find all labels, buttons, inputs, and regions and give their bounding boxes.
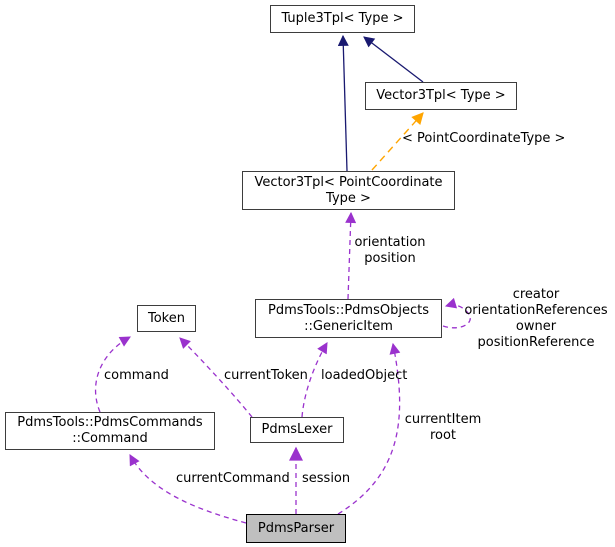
edge-usage-pdmsparser-command — [129, 454, 247, 524]
edge-usage-pdmsparser-genericitem — [337, 342, 401, 515]
edge-label-command: command — [104, 368, 169, 383]
node-tuple3tpl[interactable]: Tuple3Tpl< Type > — [270, 5, 415, 33]
edge-inherit-vector3tpltype-tuple3tpl — [363, 36, 424, 83]
node-token[interactable]: Token — [137, 305, 196, 332]
node-pdmslexer[interactable]: PdmsLexer — [250, 417, 344, 443]
edge-label-currentcommand: currentCommand — [176, 471, 290, 486]
node-vector3tpl-pointcoordinatetype[interactable]: Vector3Tpl< PointCoordinate Type > — [242, 171, 455, 210]
edge-template-vector3tplpct-vector3tpltype — [371, 112, 424, 171]
edge-label-currenttoken: currentToken — [224, 368, 308, 383]
node-pdmsparser-current[interactable]: PdmsParser — [246, 514, 346, 543]
edge-usage-command-token — [95, 336, 131, 413]
node-pdmstools-pdmscommands-command[interactable]: PdmsTools::PdmsCommands ::Command — [5, 412, 215, 450]
node-pdmstools-pdmsobjects-genericitem[interactable]: PdmsTools::PdmsObjects ::GenericItem — [255, 299, 442, 338]
edge-label-template-parameter: < PointCoordinateType > — [402, 131, 566, 146]
edge-usage-pdmslexer-genericitem — [301, 342, 328, 418]
edge-label-loadedobject: loadedObject — [321, 368, 408, 383]
edge-usage-genericitem-self-loop — [442, 297, 471, 329]
edge-label-currentitem-root: currentItem root — [404, 412, 482, 443]
edge-inherit-vector3tplpct-tuple3tpl — [337, 34, 349, 172]
edge-usage-pdmslexer-token — [179, 337, 253, 418]
edge-label-orientation-position: orientation position — [354, 235, 426, 266]
edge-label-session: session — [302, 471, 351, 486]
node-vector3tpl-type[interactable]: Vector3Tpl< Type > — [365, 82, 517, 110]
edge-label-self-references: creator orientationReferences owner posi… — [464, 287, 608, 350]
